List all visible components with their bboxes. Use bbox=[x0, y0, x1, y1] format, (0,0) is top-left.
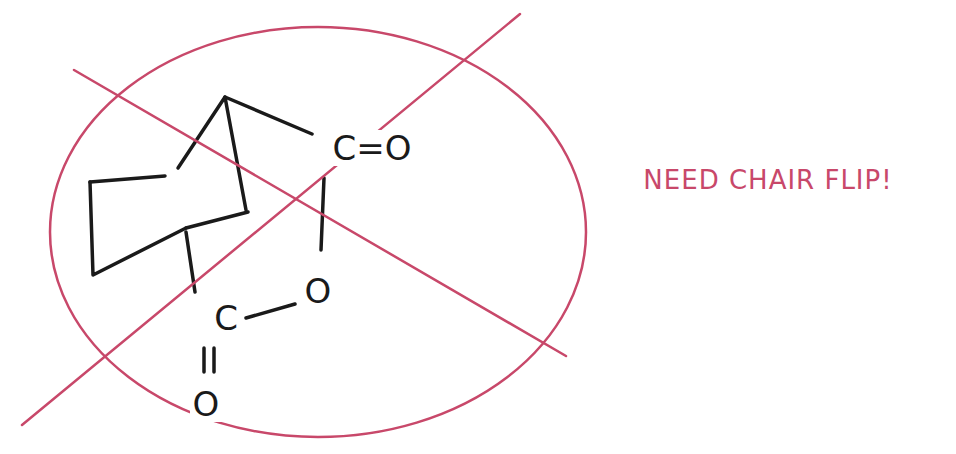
red-slash bbox=[22, 14, 520, 425]
ring-bond bbox=[90, 182, 186, 275]
ring-bond bbox=[90, 176, 165, 182]
handwritten-note: NEED CHAIR FLIP! bbox=[640, 166, 895, 194]
double-bond bbox=[204, 348, 214, 372]
red-circle bbox=[50, 27, 586, 437]
ring-bond bbox=[225, 97, 312, 134]
chair-lines bbox=[90, 97, 324, 372]
bond bbox=[246, 304, 295, 318]
cross-out bbox=[22, 14, 586, 437]
atom-label: C bbox=[211, 300, 241, 336]
atom-label: O bbox=[190, 386, 223, 422]
ring-bond bbox=[186, 212, 248, 228]
carbonyl-group: C=O bbox=[330, 130, 415, 166]
atom-label: O bbox=[302, 273, 335, 309]
ring-bond bbox=[178, 97, 246, 210]
red-slash bbox=[74, 70, 566, 356]
